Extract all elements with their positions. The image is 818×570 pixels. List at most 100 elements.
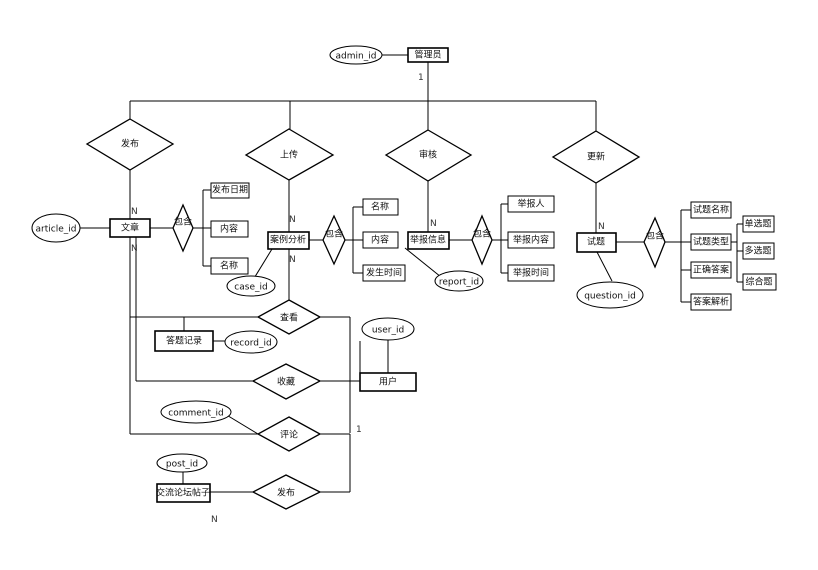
attribute-type-single: 单选题 [742,215,775,233]
attribute-label: 发生时间 [366,267,402,279]
attribute-question-name: 试题名称 [690,201,732,219]
entity-admin: 管理员 [407,47,449,63]
attribute-label: 试题名称 [693,204,729,216]
relationship-label: 发布 [277,487,295,499]
key-article-id: article_id [31,213,81,243]
relationship-label: 评论 [280,429,298,441]
key-report-id: report_id [434,270,484,292]
attribute-article-content: 内容 [210,220,249,238]
attribute-case-content: 内容 [362,231,399,249]
key-record-id: record_id [224,330,278,354]
key-label: case_id [234,283,267,293]
attribute-label: 名称 [220,260,238,272]
entity-label: 案例分析 [270,234,306,246]
cardinality-post: N [211,515,218,525]
cardinality-report: N [430,219,437,229]
attribute-label: 综合题 [745,276,772,288]
cardinality-labels: 1 N N N N N N 1 N [131,73,605,525]
entity-report: 举报信息 [407,231,450,250]
attribute-label: 正确答案 [693,264,729,276]
key-label: user_id [372,326,404,336]
entity-article: 文章 [109,218,151,238]
cardinality-question: N [598,222,605,232]
entity-label: 举报信息 [410,234,446,246]
entity-label: 管理员 [414,49,441,61]
key-label: record_id [230,339,271,349]
relationship-label: 更新 [587,151,605,163]
key-label: comment_id [168,409,223,419]
attribute-case-time: 发生时间 [362,264,406,282]
relationship-contain-report: 包含 [471,214,493,266]
entity-label: 用户 [379,376,397,388]
relationship-view: 查看 [256,299,322,335]
relationship-label: 包含 [646,230,664,242]
relationship-contain-case: 包含 [322,214,346,266]
entity-forum-post: 交流论坛帖子 [156,483,211,503]
cardinality-case-top: N [289,215,296,225]
entity-label: 文章 [121,222,139,234]
relationship-publish-article: 发布 [85,118,175,171]
entity-user: 用户 [359,372,417,392]
entity-label: 答题记录 [166,335,202,347]
relationship-label: 包含 [325,228,343,240]
attribute-case-name: 名称 [362,198,399,216]
relationship-label: 审核 [419,149,437,161]
key-label: admin_id [336,52,377,62]
attribute-label: 内容 [371,234,389,246]
key-label: article_id [36,225,77,235]
attribute-question-answer: 正确答案 [690,261,732,279]
key-admin-id: admin_id [329,45,383,65]
attribute-label: 举报内容 [513,234,549,246]
relationship-upload-case: 上传 [244,128,335,181]
attribute-label: 试题类型 [693,236,729,248]
key-user-id: user_id [361,317,415,341]
attribute-question-type: 试题类型 [690,233,732,251]
attribute-label: 单选题 [744,218,771,230]
relationship-label: 包含 [473,228,491,240]
cardinality-admin: 1 [418,73,424,83]
cardinality-article-top: N [131,207,138,217]
key-label: report_id [439,278,479,288]
entity-label: 试题 [587,236,605,248]
entity-question: 试题 [576,232,617,253]
attribute-label: 名称 [371,201,389,213]
relationship-label: 收藏 [277,376,295,388]
cardinality-case-bottom: N [289,255,296,265]
key-label: post_id [166,460,198,470]
attribute-label: 内容 [220,223,238,235]
attribute-article-name: 名称 [210,257,249,275]
relationship-contain-article: 包含 [172,203,194,253]
attribute-label: 举报人 [517,198,544,210]
attribute-reporter: 举报人 [507,195,555,213]
relationship-label: 查看 [280,312,298,324]
relationship-review-report: 审核 [384,129,473,182]
cardinality-user: 1 [356,425,362,435]
entity-answer-record: 答题记录 [154,330,214,352]
attribute-question-analysis: 答案解析 [690,293,732,311]
attribute-label: 答案解析 [693,296,729,308]
relationship-publish-post: 发布 [251,474,322,510]
key-comment-id: comment_id [160,400,232,424]
relationship-favorite: 收藏 [251,363,322,400]
cardinality-article-bottom: N [131,244,138,254]
relationship-label: 上传 [280,149,298,161]
entity-case: 案例分析 [267,231,310,250]
relationship-comment: 评论 [256,416,322,452]
relationship-contain-question: 包含 [643,216,666,269]
connector-lines [75,54,743,493]
attribute-label: 举报时间 [513,267,549,279]
attribute-label: 多选题 [744,245,771,257]
relationship-update-question: 更新 [551,130,641,184]
entity-label: 交流论坛帖子 [156,487,210,499]
key-post-id: post_id [156,453,208,473]
attribute-label: 发布日期 [212,184,248,196]
attribute-type-comprehensive: 综合题 [742,273,777,291]
attribute-type-multi: 多选题 [742,242,775,260]
relationship-label: 发布 [121,138,139,150]
key-case-id: case_id [226,275,276,297]
key-label: question_id [584,292,636,302]
attribute-report-time: 举报时间 [507,264,555,282]
attribute-publish-date: 发布日期 [210,182,250,199]
key-question-id: question_id [576,281,644,309]
